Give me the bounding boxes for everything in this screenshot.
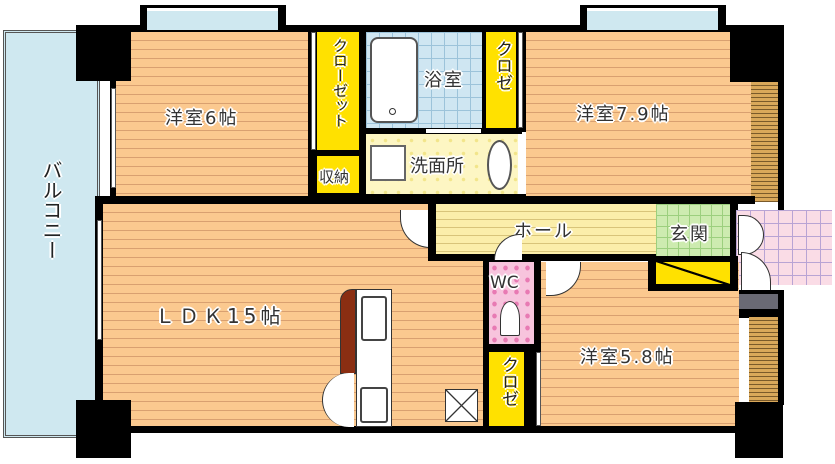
wall-mid — [95, 196, 755, 204]
window-top-left-glass — [147, 8, 278, 30]
pillar-bottom-right — [735, 402, 783, 458]
storage-1[interactable] — [317, 156, 359, 193]
shoe-box-fill — [656, 262, 730, 284]
toilet-label: WC — [490, 273, 519, 293]
wall-top — [78, 25, 738, 33]
pillar-bottom-left — [76, 400, 131, 458]
western-room-6 — [115, 32, 310, 198]
stove-icon — [360, 387, 388, 423]
window-room6-left — [111, 88, 116, 188]
window-ldk-left — [97, 220, 102, 340]
wall-bottom — [95, 425, 755, 433]
toilet-icon — [500, 301, 520, 336]
bathtub-drain-icon — [389, 108, 396, 115]
closet-2[interactable] — [486, 32, 516, 128]
window-shelf-right-1 — [751, 82, 779, 202]
hall-label: ホール — [514, 221, 574, 242]
closet-1[interactable] — [317, 32, 359, 150]
bathroom-label: 浴室 — [424, 70, 464, 91]
closet-3-door[interactable] — [536, 352, 541, 426]
sink-icon — [361, 296, 387, 341]
pillar-top-left — [76, 25, 131, 81]
closet-3-label: クロゼ — [498, 356, 518, 407]
kitchen-counter-brown — [340, 289, 356, 374]
window-shelf-right-2 — [749, 317, 779, 402]
washroom-label: 洗面所 — [410, 156, 464, 177]
wash-basin — [487, 140, 512, 190]
wall-right-1 — [778, 25, 784, 210]
balcony-label: バルコニー — [39, 160, 63, 260]
western-room-7-9-label: 洋室7.9帖 — [576, 104, 671, 125]
bath-door[interactable] — [426, 129, 481, 133]
entrance — [656, 204, 730, 260]
pillar-top-right — [730, 25, 780, 82]
vent-icon — [445, 389, 478, 422]
ldk-label: ＬＤＫ15帖 — [155, 304, 285, 328]
western-room-5-8-label: 洋室5.8帖 — [580, 347, 675, 368]
closet-1-label: クローゼット — [331, 38, 349, 128]
closet-3[interactable] — [489, 352, 524, 426]
hall — [436, 204, 656, 254]
closet-2-door[interactable] — [518, 32, 523, 128]
balcony — [3, 30, 100, 438]
wall-right-3 — [778, 315, 784, 405]
western-room-7-9 — [526, 32, 752, 200]
closet-door-1[interactable] — [311, 32, 316, 150]
storage-1-label: 収納 — [319, 168, 350, 186]
closet-2-label: クロゼ — [492, 40, 512, 91]
washing-machine — [370, 145, 406, 181]
entrance-label: 玄関 — [670, 224, 710, 245]
meter-box-2 — [738, 294, 778, 309]
window-top-right-glass — [587, 8, 718, 30]
western-room-6-label: 洋室6帖 — [165, 108, 239, 129]
